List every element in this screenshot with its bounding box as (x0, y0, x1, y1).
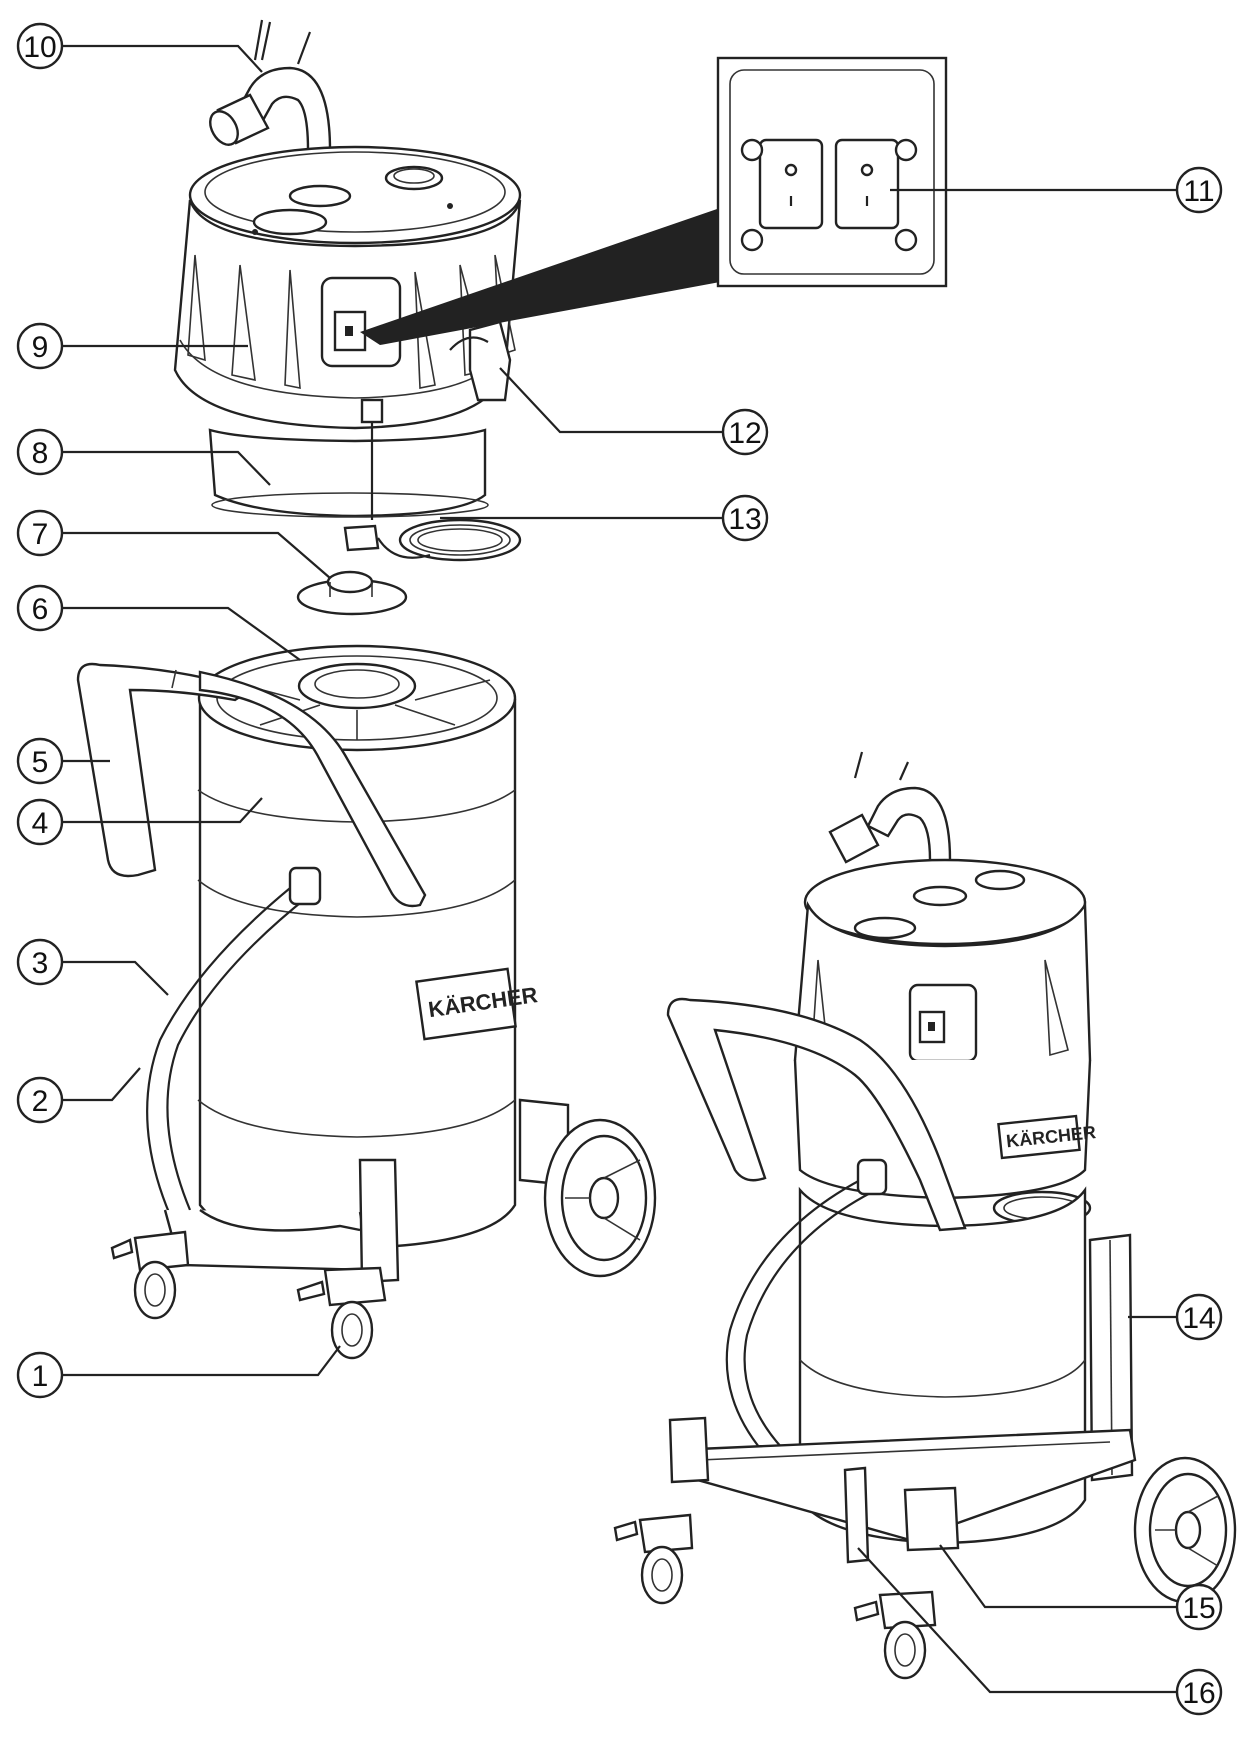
switch-inset (360, 56, 948, 345)
callouts: 10 11 9 12 8 13 7 6 (16, 22, 1223, 1716)
caster-front-right (296, 1266, 387, 1360)
caster-right-left (613, 1513, 694, 1605)
svg-text:4: 4 (32, 807, 49, 840)
callout-1: 1 (16, 1351, 64, 1399)
svg-text:7: 7 (32, 518, 49, 551)
callout-14: 14 (1175, 1293, 1223, 1341)
callout-7: 7 (16, 509, 64, 557)
svg-text:5: 5 (32, 746, 49, 779)
callout-2: 2 (16, 1076, 64, 1124)
svg-text:16: 16 (1182, 1677, 1215, 1710)
callout-15: 15 (1175, 1583, 1223, 1631)
caster-front-left (110, 1230, 190, 1320)
svg-text:15: 15 (1182, 1592, 1215, 1625)
leader-lines (63, 44, 1176, 1694)
callout-10: 10 (16, 22, 64, 70)
rear-wheel-left (543, 1118, 657, 1278)
svg-text:2: 2 (32, 1085, 49, 1118)
assembled-machine-right: KÄRCHER (613, 751, 1237, 1680)
callout-3: 3 (16, 938, 64, 986)
svg-text:10: 10 (23, 31, 56, 64)
svg-text:8: 8 (32, 437, 49, 470)
callout-8: 8 (16, 428, 64, 476)
callout-5: 5 (16, 737, 64, 785)
svg-text:14: 14 (1182, 1302, 1215, 1335)
callout-11: 11 (1175, 166, 1223, 214)
callout-12: 12 (721, 408, 769, 456)
svg-text:3: 3 (32, 947, 49, 980)
svg-text:12: 12 (728, 417, 761, 450)
svg-text:1: 1 (32, 1360, 49, 1393)
rear-wheel-right (1133, 1456, 1237, 1604)
callout-4: 4 (16, 798, 64, 846)
caster-right-front (853, 1590, 937, 1680)
motor-head-exploded (173, 19, 522, 562)
filter-cap (296, 570, 408, 616)
svg-text:6: 6 (32, 593, 49, 626)
svg-text:13: 13 (728, 503, 761, 536)
callout-13: 13 (721, 494, 769, 542)
svg-text:9: 9 (32, 331, 49, 364)
callout-9: 9 (16, 322, 64, 370)
drum-cart-left: KÄRCHER (76, 644, 657, 1360)
callout-6: 6 (16, 584, 64, 632)
svg-text:11: 11 (1183, 175, 1214, 208)
callout-16: 16 (1175, 1668, 1223, 1716)
